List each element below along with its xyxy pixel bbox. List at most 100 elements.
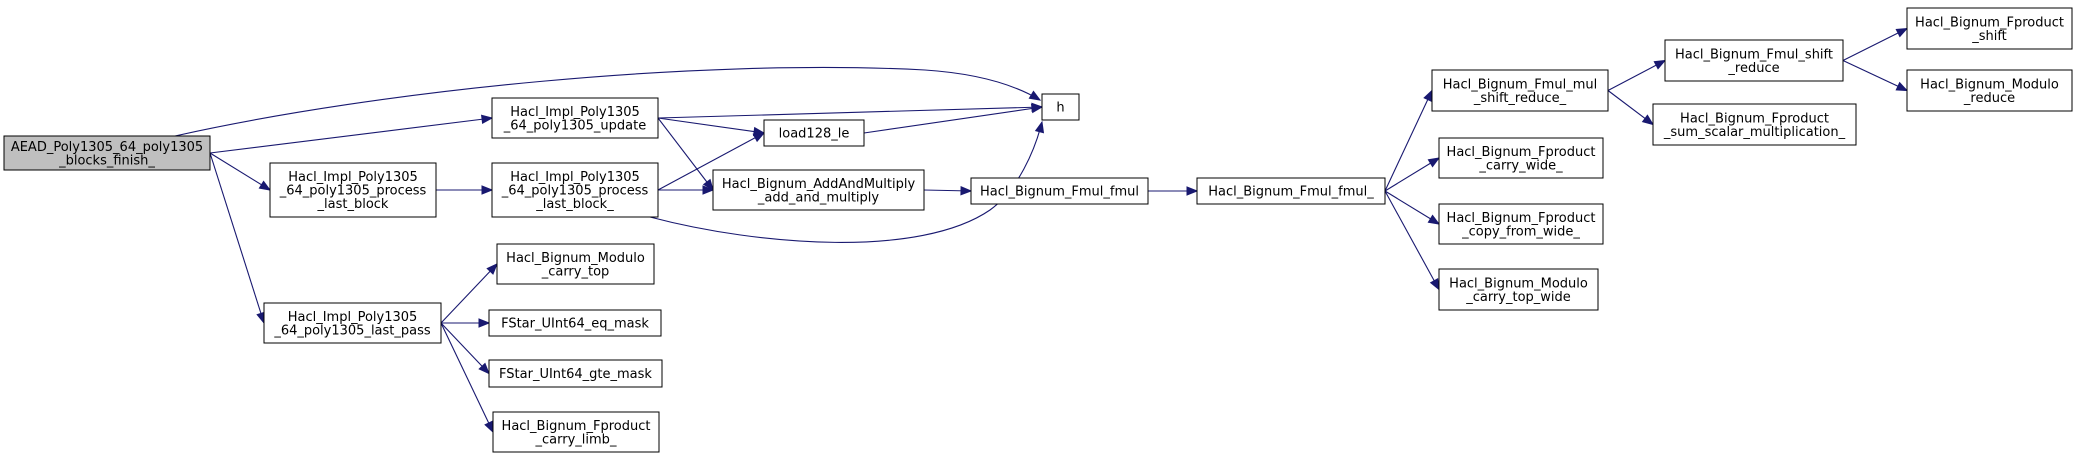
edge-root-to-h (174, 66, 1041, 137)
edge-root-to-plb (209, 152, 271, 191)
node-label-line: Hacl_Bignum_Fproduct (1447, 145, 1596, 160)
arrowhead-lastpass-to-eqmask (478, 318, 491, 328)
node-label-line: _carry_top_wide (1465, 290, 1571, 305)
node-box[interactable] (712, 169, 925, 211)
node-box[interactable] (3, 135, 211, 171)
edge-fmul--to-carryw (1384, 157, 1440, 192)
node-lastpass[interactable]: Hacl_Impl_Poly1305_64_poly1305_last_pass (263, 302, 442, 344)
node-label-line: Hacl_Bignum_AddAndMultiply (722, 177, 916, 192)
node-box[interactable] (1438, 203, 1604, 245)
node-label-line: Hacl_Impl_Poly1305 (288, 170, 418, 185)
node-label-line: _64_poly1305_process (279, 184, 427, 199)
node-label-line: _last_block (317, 197, 389, 212)
node-box[interactable] (269, 162, 437, 218)
edge-shiftr-to-modred (1842, 60, 1908, 91)
node-label-line: Hacl_Impl_Poly1305 (510, 170, 640, 185)
node-label-line: _carry_wide_ (1478, 158, 1563, 173)
edge-update-to-load (657, 117, 765, 134)
node-mulsr[interactable]: Hacl_Bignum_Fmul_mul_shift_reduce_ (1431, 69, 1609, 112)
node-addmul[interactable]: Hacl_Bignum_AddAndMultiply_add_and_multi… (712, 169, 925, 211)
node-box[interactable] (263, 302, 442, 344)
edge-update-to-addmul (657, 117, 714, 191)
node-box[interactable] (491, 97, 659, 139)
edge-fmul--to-copyw (1384, 190, 1440, 225)
node-load[interactable]: load128_le (763, 119, 865, 147)
arrowhead-root-to-update (480, 114, 494, 124)
node-ctop[interactable]: Hacl_Bignum_Modulo_carry_top (496, 243, 655, 285)
node-fpshift[interactable]: Hacl_Bignum_Fproduct_shift (1906, 7, 2073, 50)
edge-root-to-update (209, 117, 493, 154)
edge-mulsr-to-shiftr (1607, 60, 1666, 91)
node-label-line: Hacl_Bignum_Fmul_shift (1675, 47, 1833, 62)
edge-fmul--to-mulsr (1384, 90, 1433, 192)
node-label-line: _carry_limb_ (535, 432, 617, 447)
edge-plb--to-h (649, 121, 1043, 243)
node-box[interactable] (488, 309, 662, 337)
node-box[interactable] (1431, 69, 1609, 112)
node-label-line: _last_block_ (535, 197, 614, 212)
node-box[interactable] (1196, 177, 1386, 205)
node-label-line: _add_and_multiply (757, 190, 880, 205)
arrowhead-plb--to-load (752, 132, 766, 143)
edge-root-to-lastpass (209, 152, 265, 324)
edges-layer (174, 27, 1909, 434)
edge-fmul--to-ctw (1384, 190, 1440, 290)
node-root[interactable]: AEAD_Poly1305_64_poly1305_blocks_finish_ (3, 135, 211, 171)
edge-lastpass-to-ctop (440, 263, 498, 324)
node-label-line: _64_poly1305_update (503, 118, 646, 133)
node-label-line: h (1056, 101, 1064, 116)
node-label-line: _sum_scalar_multiplication_ (1663, 125, 1846, 140)
arrowhead-root-to-h (1028, 90, 1042, 101)
node-plb[interactable]: Hacl_Impl_Poly1305_64_poly1305_process_l… (269, 162, 437, 218)
node-plb-[interactable]: Hacl_Impl_Poly1305_64_poly1305_process_l… (491, 162, 659, 218)
node-modred[interactable]: Hacl_Bignum_Modulo_reduce (1906, 69, 2073, 112)
arrowhead-plb--to-addmul (702, 185, 715, 195)
arrowhead-fmul--to-mulsr (1423, 89, 1433, 103)
node-box[interactable] (1438, 137, 1604, 179)
node-box[interactable] (488, 359, 663, 388)
arrowhead-plb--to-h (1034, 120, 1045, 134)
node-box[interactable] (1041, 93, 1080, 121)
node-carryw[interactable]: Hacl_Bignum_Fproduct_carry_wide_ (1438, 137, 1604, 179)
node-box[interactable] (1652, 103, 1857, 146)
node-label-line: _shift (1971, 29, 2007, 44)
arrowhead-lastpass-to-gtemask (478, 362, 490, 375)
node-fmul[interactable]: Hacl_Bignum_Fmul_fmul (970, 177, 1149, 205)
node-climb[interactable]: Hacl_Bignum_Fproduct_carry_limb_ (492, 411, 660, 453)
node-box[interactable] (970, 177, 1149, 205)
node-update[interactable]: Hacl_Impl_Poly1305_64_poly1305_update (491, 97, 659, 139)
node-label-line: load128_le (779, 127, 850, 142)
node-label-line: Hacl_Bignum_Modulo (1449, 276, 1588, 291)
node-gtemask[interactable]: FStar_UInt64_gte_mask (488, 359, 663, 388)
node-box[interactable] (1438, 268, 1599, 311)
node-label-line: FStar_UInt64_gte_mask (499, 367, 652, 382)
arrowhead-lastpass-to-ctop (486, 263, 498, 275)
node-label-line: Hacl_Bignum_Fmul_fmul (980, 185, 1139, 200)
edge-update-to-h (657, 106, 1043, 119)
node-box[interactable] (1906, 69, 2073, 112)
node-fmul-[interactable]: Hacl_Bignum_Fmul_fmul_ (1196, 177, 1386, 205)
arrowhead-shiftr-to-fpshift (1895, 27, 1909, 38)
node-eqmask[interactable]: FStar_UInt64_eq_mask (488, 309, 662, 337)
node-sumsc[interactable]: Hacl_Bignum_Fproduct_sum_scalar_multipli… (1652, 103, 1857, 146)
node-shiftr[interactable]: Hacl_Bignum_Fmul_shift_reduce (1664, 39, 1844, 82)
node-label-line: Hacl_Bignum_Fmul_fmul_ (1208, 185, 1374, 200)
node-box[interactable] (492, 411, 660, 453)
node-h[interactable]: h (1041, 93, 1080, 121)
node-ctw[interactable]: Hacl_Bignum_Modulo_carry_top_wide (1438, 268, 1599, 311)
edge-load-to-h (863, 106, 1043, 134)
edge-shiftr-to-fpshift (1842, 28, 1908, 61)
arrowhead-fmul--to-copyw (1427, 214, 1441, 225)
node-box[interactable] (1906, 7, 2073, 50)
node-box[interactable] (496, 243, 655, 285)
arrowhead-addmul-to-fmul (960, 186, 973, 196)
node-label-line: AEAD_Poly1305_64_poly1305 (11, 140, 203, 155)
node-copyw[interactable]: Hacl_Bignum_Fproduct_copy_from_wide_ (1438, 203, 1604, 245)
node-label-line: Hacl_Bignum_Fproduct (1447, 211, 1596, 226)
node-box[interactable] (491, 162, 659, 218)
node-box[interactable] (763, 119, 865, 147)
node-box[interactable] (1664, 39, 1844, 82)
arrowhead-update-to-addmul (702, 178, 714, 192)
node-label-line: _reduce (1727, 61, 1779, 76)
